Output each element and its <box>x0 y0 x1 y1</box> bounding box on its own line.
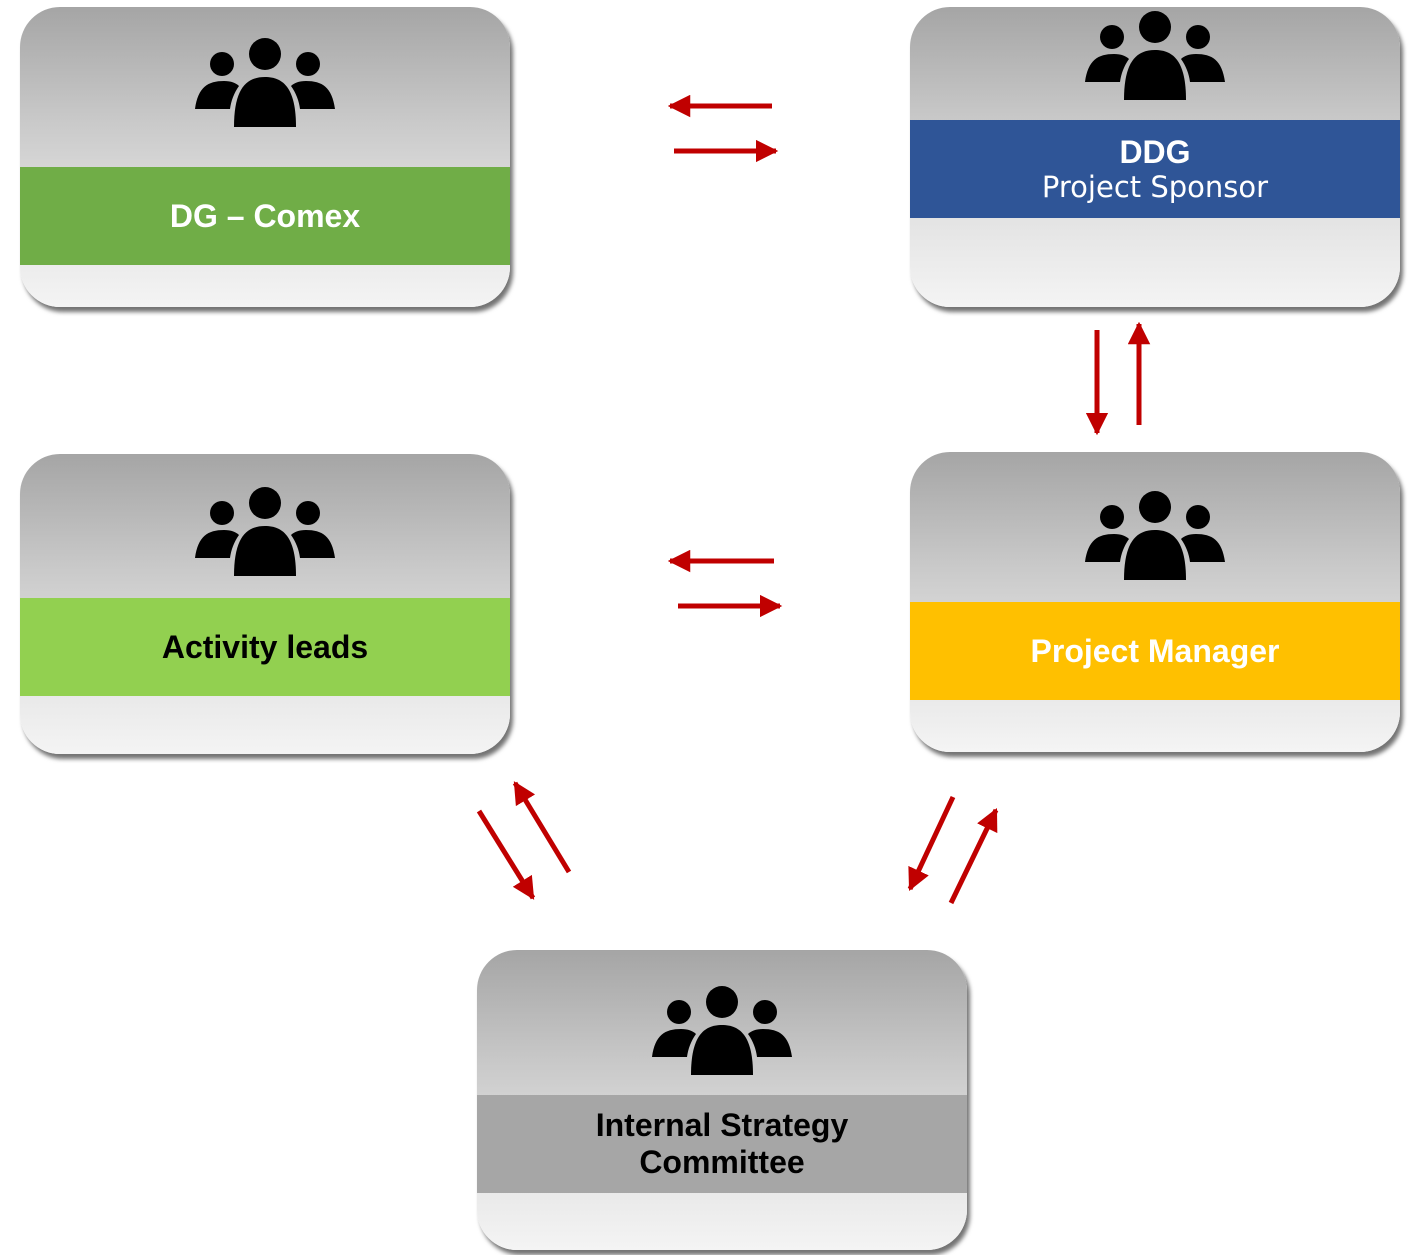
people-group-icon <box>1080 10 1230 100</box>
activity-leads-card: Activity leads <box>20 454 510 754</box>
activity-leads-label: Activity leads <box>161 628 369 665</box>
activity-leads-band: Activity leads <box>20 598 510 696</box>
arrow-activity-to-isc <box>476 809 536 900</box>
people-group-icon <box>1080 490 1230 580</box>
dg-comex-label: DG – Comex <box>169 197 361 234</box>
people-group-icon <box>190 486 340 576</box>
ddg-subtitle: Project Sponsor <box>1041 169 1269 204</box>
people-group-icon <box>647 985 797 1075</box>
isc-band: Internal Strategy Committee <box>477 1095 967 1193</box>
project-manager-band: Project Manager <box>910 602 1400 700</box>
internal-strategy-committee-card: Internal Strategy Committee <box>477 950 967 1250</box>
arrow-isc-to-activity <box>512 781 572 874</box>
dg-comex-card: DG – Comex <box>20 7 510 307</box>
ddg-title: DDG <box>1119 133 1191 170</box>
project-manager-label: Project Manager <box>1030 632 1280 669</box>
dg-comex-band: DG – Comex <box>20 167 510 265</box>
isc-label-line2: Committee <box>639 1144 805 1180</box>
people-group-icon <box>190 37 340 127</box>
ddg-band: DDG Project Sponsor <box>910 120 1400 218</box>
arrow-pm-to-isc <box>907 795 956 892</box>
ddg-card: DDG Project Sponsor <box>910 7 1400 307</box>
arrow-isc-to-pm <box>948 807 999 905</box>
isc-label-line1: Internal Strategy <box>595 1107 849 1144</box>
project-manager-card: Project Manager <box>910 452 1400 752</box>
